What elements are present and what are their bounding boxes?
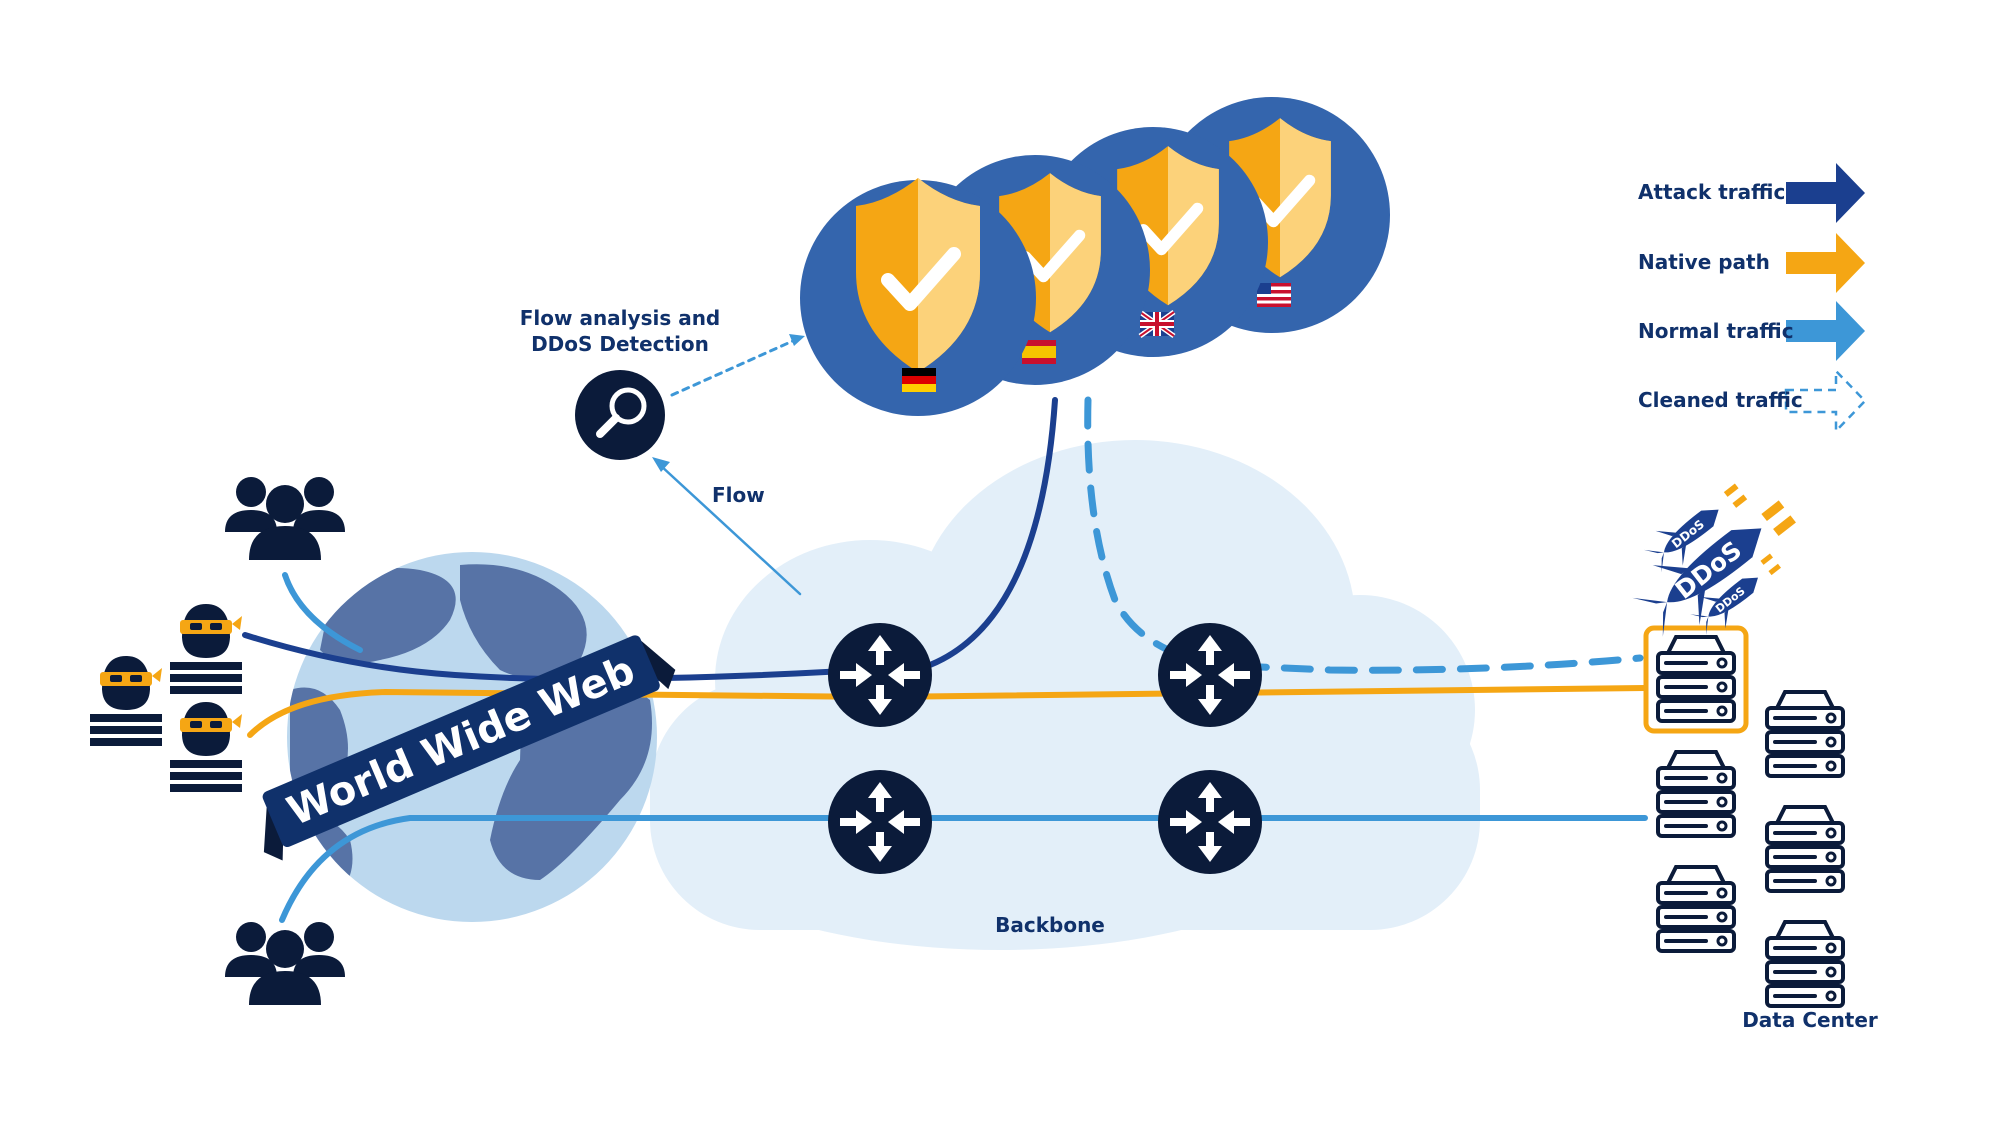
flame	[1723, 483, 1748, 508]
flag-de-icon	[902, 368, 936, 392]
flow-analysis-line2: DDoS Detection	[531, 332, 709, 356]
server-icon	[1656, 865, 1736, 953]
target-server-highlight	[1643, 625, 1749, 734]
legend-cleaned-traffic-label: Cleaned traffic	[1638, 388, 1803, 412]
flag-us-icon	[1257, 283, 1291, 307]
backbone-label: Backbone	[995, 913, 1105, 937]
connections	[242, 334, 1648, 923]
normal-traffic-arrow	[1786, 301, 1865, 361]
search-icon	[575, 370, 665, 460]
hacker-icon	[170, 604, 242, 694]
flow-label: Flow	[712, 483, 765, 507]
legend-attack-traffic-label: Attack traffic	[1638, 180, 1786, 204]
data-center-label: Data Center	[1742, 1008, 1878, 1032]
normal-traffic-line	[279, 815, 1648, 923]
attack-traffic-arrow	[1786, 163, 1865, 223]
detection-dotted-line	[670, 338, 797, 397]
router-icon	[828, 623, 932, 727]
scrubbing-centers	[800, 97, 1390, 416]
server-icon	[1656, 635, 1736, 723]
normal-traffic-top-users	[282, 572, 363, 653]
legend-arrows	[1784, 163, 1867, 435]
scrubbing-center-de	[800, 178, 1036, 416]
server-icon	[1765, 805, 1845, 893]
native-path-line	[247, 685, 1648, 738]
router-icon	[1158, 770, 1262, 874]
cleaned-traffic-arrow	[1784, 367, 1867, 435]
legend-normal-traffic-label: Normal traffic	[1638, 319, 1794, 343]
server-icon	[1765, 920, 1845, 1008]
ddos-missiles: DDoS DDoS DDoS	[1624, 483, 1796, 648]
flag-gb-icon	[1138, 309, 1176, 339]
flow-analysis-label: Flow analysis and DDoS Detection	[510, 305, 730, 357]
flow-line	[658, 463, 802, 596]
native-path-arrow	[1786, 233, 1865, 293]
hacker-icon	[170, 702, 242, 792]
flame	[1760, 553, 1781, 576]
flag-es-icon	[1022, 340, 1056, 364]
legend-native-path-label: Native path	[1638, 250, 1770, 274]
router-icon	[1158, 623, 1262, 727]
users-group-icon	[225, 477, 345, 560]
server-icon	[1765, 690, 1845, 778]
attack-traffic-line	[242, 397, 1058, 683]
hacker-icon	[90, 656, 162, 746]
flow-analysis-line1: Flow analysis and	[519, 306, 721, 330]
router-icon	[828, 770, 932, 874]
server-icon	[1656, 750, 1736, 838]
users-group-icon	[225, 922, 345, 1005]
flame	[1761, 500, 1796, 537]
data-center	[1643, 625, 1845, 1008]
